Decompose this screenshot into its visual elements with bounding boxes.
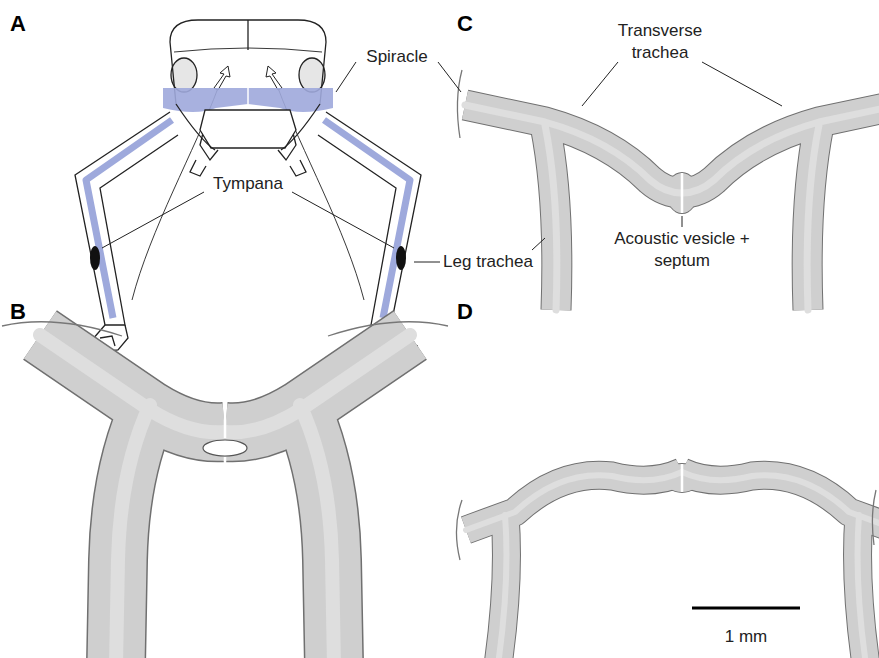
part-label: Leg trachea xyxy=(443,251,533,273)
part-label: Acoustic vesicle + septum xyxy=(602,228,762,272)
insect-front-view xyxy=(75,20,421,356)
panel-letter: D xyxy=(457,298,473,327)
part-label: Transverse trachea xyxy=(600,20,720,64)
scale-label: 1 mm xyxy=(725,626,768,648)
scale-bar xyxy=(692,607,800,610)
panel-letter: B xyxy=(10,298,26,327)
panel-letter: A xyxy=(10,10,26,39)
panel-letter: C xyxy=(457,10,473,39)
part-label: Tympana xyxy=(213,173,283,195)
trachea-tubes xyxy=(2,70,879,658)
part-label: Spiracle xyxy=(366,46,427,68)
